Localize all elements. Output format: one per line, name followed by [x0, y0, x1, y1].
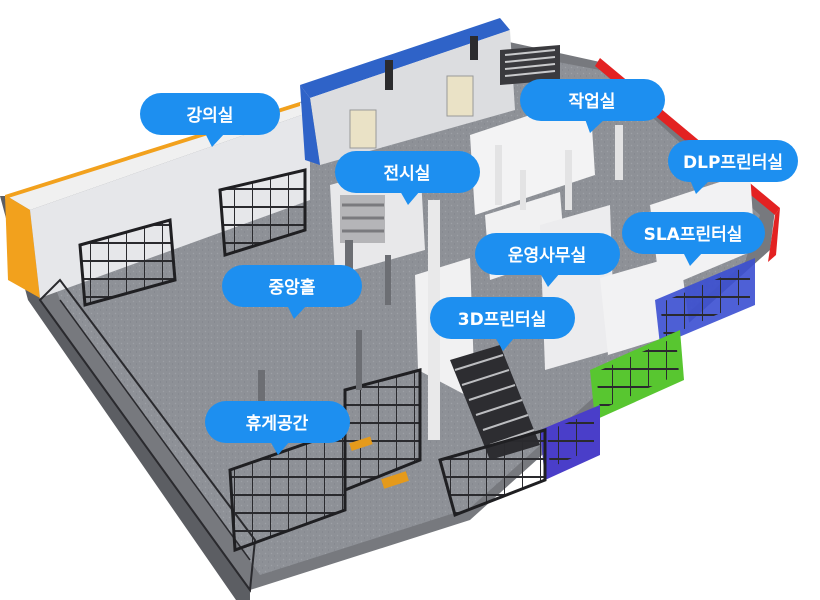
- label-lecture: 강의실: [140, 93, 280, 147]
- label-printer3d: 3D프린터실: [430, 297, 575, 351]
- top-rooms-block: [300, 18, 515, 165]
- label-exhibition-text: 전시실: [384, 164, 431, 184]
- green-room-wall: [590, 330, 684, 420]
- label-sla: SLA프린터실: [622, 212, 765, 266]
- front-railing: [38, 278, 547, 593]
- label-exhibition: 전시실: [335, 151, 480, 205]
- purple-room-wall: [540, 405, 600, 480]
- label-lounge-text: 휴게공간: [246, 413, 309, 434]
- folding-partitions: [78, 168, 307, 307]
- label-dlp: DLP프린터실: [668, 140, 798, 194]
- label-lecture-text: 강의실: [187, 106, 234, 126]
- label-printer3d-text: 3D프린터실: [458, 310, 547, 330]
- sla-room-wall: [655, 258, 755, 345]
- label-office-text: 운영사무실: [508, 246, 586, 266]
- stairs-top: [500, 45, 560, 85]
- stairs-center: [450, 345, 540, 460]
- label-dlp-text: DLP프린터실: [683, 153, 783, 173]
- label-work-text: 작업실: [569, 92, 616, 112]
- label-work: 작업실: [520, 79, 665, 133]
- label-hall-text: 중앙홀: [269, 277, 316, 298]
- door-1: [349, 109, 377, 149]
- label-office: 운영사무실: [475, 233, 620, 287]
- label-lounge: 휴게공간: [205, 401, 350, 455]
- floor-markers: [349, 436, 409, 489]
- label-sla-text: SLA프린터실: [644, 225, 743, 245]
- label-hall: 중앙홀: [222, 265, 362, 319]
- door-2: [446, 75, 474, 117]
